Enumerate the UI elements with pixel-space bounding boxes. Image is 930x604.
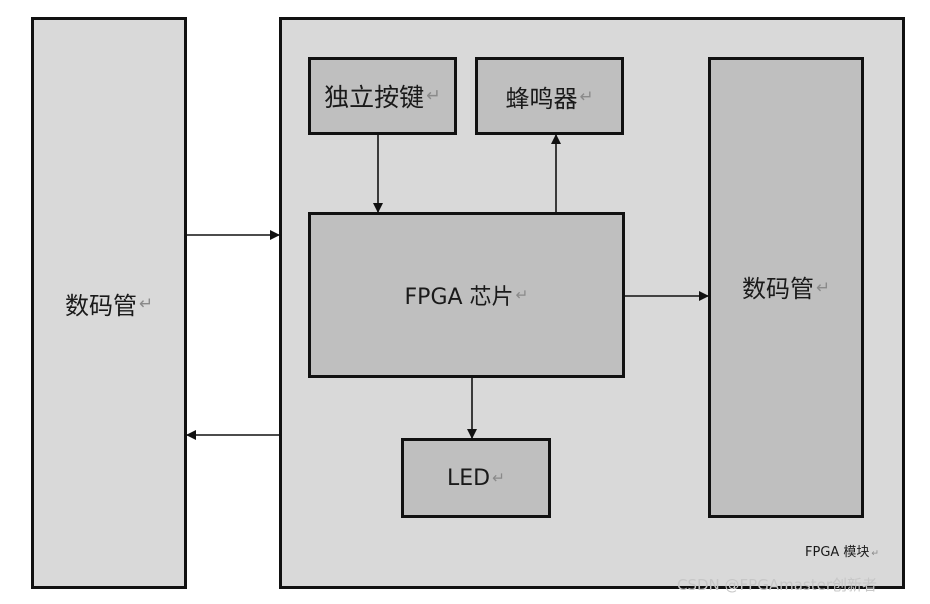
independent-keys-label: 独立按键 [324, 83, 425, 112]
return-mark: ↵ [871, 549, 880, 559]
buzzer-label: 蜂鸣器 [505, 84, 578, 113]
fpga-chip-block: FPGA 芯片↵ [308, 212, 625, 378]
buzzer-block: 蜂鸣器↵ [475, 57, 624, 135]
right-display-block: 数码管↵ [708, 57, 864, 518]
return-mark: ↵ [579, 86, 594, 106]
return-mark: ↵ [515, 286, 529, 304]
fpga-chip-label: FPGA 芯片 [404, 285, 514, 310]
led-block: LED↵ [401, 438, 551, 518]
return-mark: ↵ [426, 86, 441, 106]
fpga-module-label: FPGA 模块↵ [805, 545, 880, 560]
return-mark: ↵ [138, 293, 154, 313]
led-label: LED [446, 465, 491, 491]
left-display-block: 数码管↵ [31, 17, 187, 589]
independent-keys-block: 独立按键↵ [308, 57, 457, 135]
right-display-label: 数码管 [741, 275, 814, 303]
return-mark: ↵ [492, 469, 505, 487]
left-display-label: 数码管 [64, 291, 137, 320]
return-mark: ↵ [815, 276, 831, 297]
csdn-watermark: CSDN @FPGAmaster创新者 [677, 576, 877, 594]
